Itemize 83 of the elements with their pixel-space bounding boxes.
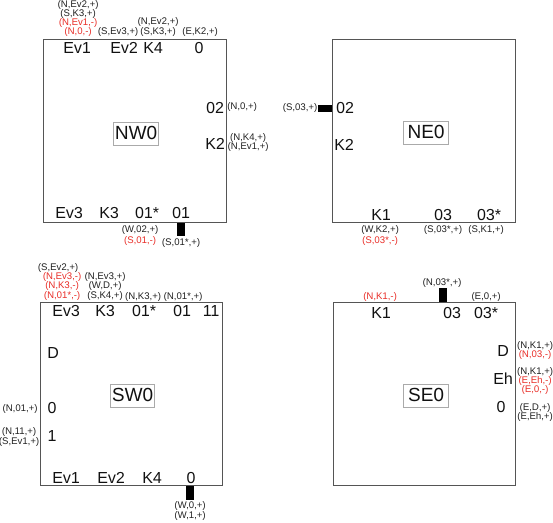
port-annotation: (S,03,+) — [282, 103, 318, 113]
port-annotation: (N,Ev2,+) — [58, 0, 98, 10]
module-box — [43, 39, 227, 223]
port-label: K1 — [371, 208, 391, 224]
port-label: 0 — [186, 471, 196, 487]
port-annotation: (E,D,+) — [520, 403, 550, 413]
port-label: 02 — [336, 101, 354, 117]
port-label: 03* — [476, 208, 502, 224]
name-box: NE0 — [403, 121, 449, 145]
module-box — [333, 302, 516, 486]
port-annotation: (N,K1,+) — [517, 341, 553, 351]
port-label: K4 — [142, 471, 162, 487]
port-label: 0 — [48, 401, 56, 417]
module-box — [40, 302, 223, 486]
port-annotation: (W,D,+) — [88, 281, 122, 291]
port-annotation: (N,01*,+) — [164, 292, 202, 302]
port-annotation: (E,0,+) — [471, 292, 501, 302]
port-label: K1 — [371, 306, 391, 322]
port-annotation: (N,0,-) — [64, 27, 92, 37]
port-annotation: (N,01,+) — [2, 404, 38, 414]
port-label: 11 — [202, 304, 220, 320]
port-annotation: (N,03,-) — [518, 350, 552, 360]
port-label: D — [47, 346, 59, 362]
port-annotation: (N,K3,-) — [45, 281, 79, 291]
name-box: SW0 — [110, 384, 155, 408]
port-label: K2 — [205, 137, 225, 153]
port-label: K4 — [143, 41, 163, 57]
port-label: Ev1 — [52, 471, 80, 487]
port-label: Ev1 — [63, 41, 91, 57]
port-annotation: (N,K1,-) — [363, 292, 397, 302]
port-label: Ev2 — [110, 41, 138, 57]
port-annotation: (N,Ev1,+) — [228, 142, 268, 152]
port-label: 01* — [134, 206, 160, 222]
port-annotation: (E,Eh,-) — [518, 376, 552, 386]
port-label: 02 — [206, 101, 224, 117]
port-annotation: (S,Ev2,+) — [38, 263, 78, 273]
port-annotation: (N,K4,+) — [230, 133, 266, 143]
port-annotation: (S,Ev3,+) — [98, 27, 138, 37]
port-annotation: (E,Eh,+) — [517, 412, 553, 422]
port-annotation: (N,03*,+) — [422, 278, 462, 288]
port-label: Eh — [493, 372, 513, 388]
port-annotation: (N,K3,+) — [125, 292, 161, 302]
port-annotation: (E,0,-) — [522, 385, 548, 395]
port-annotation: (S,03*,+) — [424, 225, 462, 235]
port-annotation: (S,01,-) — [124, 236, 156, 246]
port-annotation: (W,K2,+) — [361, 225, 399, 235]
port-annotation: (N,K1,+) — [517, 367, 553, 377]
port-annotation: (W,02,+) — [122, 225, 158, 235]
port-label: Ev2 — [97, 471, 125, 487]
port-annotation: (W,1,+) — [174, 511, 206, 521]
port-annotation: (W,0,+) — [174, 501, 206, 511]
port-annotation: (N,11,+) — [2, 427, 36, 437]
module-box — [332, 39, 516, 223]
port-annotation: (N,Ev3,+) — [84, 272, 126, 282]
name-box: NW0 — [113, 122, 159, 146]
port-label: Ev3 — [55, 206, 83, 222]
port-annotation: (N,01*,-) — [44, 291, 80, 301]
port-label: K2 — [334, 138, 354, 154]
port-label: 01 — [173, 304, 191, 320]
port-label: 0 — [496, 400, 506, 416]
port-label: D — [497, 344, 509, 360]
port-label: 03 — [434, 208, 452, 224]
port-annotation: (S,K4,+) — [87, 291, 123, 301]
port-label: Ev3 — [52, 304, 80, 320]
port-label: 03 — [443, 306, 461, 322]
port-label: 0 — [194, 41, 204, 57]
port-annotation: (N,Ev1,-) — [58, 18, 98, 28]
port-annotation: (S,K3,+) — [140, 27, 176, 37]
port-annotation: (S,01*,+) — [162, 238, 200, 248]
port-label: 1 — [48, 429, 56, 445]
port-annotation: (N,Ev3,-) — [42, 272, 82, 282]
port-annotation: (S,K3,+) — [60, 9, 96, 19]
port-label: K3 — [99, 206, 119, 222]
port-annotation: (E,K2,+) — [182, 27, 218, 37]
port-annotation: (S,K1,+) — [468, 225, 504, 235]
port-annotation: (S,03*,-) — [362, 236, 398, 246]
port-annotation: (N,0,+) — [227, 102, 257, 112]
port-label: 01* — [132, 304, 156, 320]
port-label: 03* — [474, 306, 498, 322]
name-box: SE0 — [403, 384, 449, 408]
port-label: 01 — [172, 206, 190, 222]
port-annotation: (N,Ev2,+) — [138, 17, 178, 27]
port-label: K3 — [95, 304, 115, 320]
